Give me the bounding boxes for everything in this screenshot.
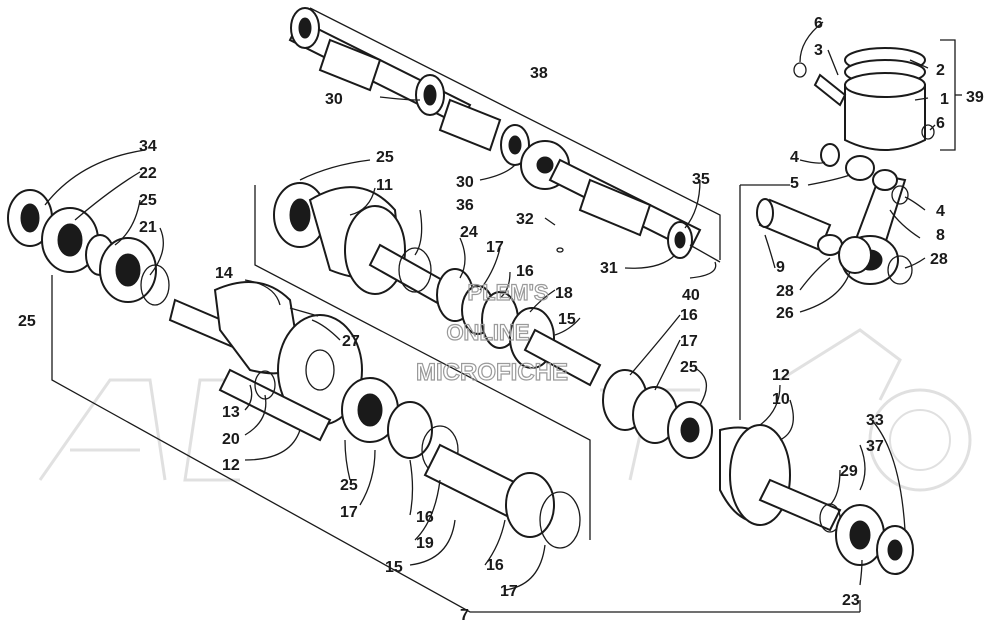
callout-20: 20 bbox=[222, 431, 240, 448]
callout-32: 32 bbox=[516, 211, 534, 228]
callout-labels: 1 2 3 4 4 5 6 6 7 8 9 10 11 12 12 13 14 … bbox=[18, 15, 984, 624]
callout-2: 2 bbox=[936, 62, 945, 79]
callout-25-center: 25 bbox=[376, 149, 394, 166]
callout-28-left: 28 bbox=[776, 283, 794, 300]
assembly-bracket-7 bbox=[51, 275, 861, 613]
callout-17-lower: 17 bbox=[340, 504, 358, 521]
callout-23: 23 bbox=[842, 592, 860, 609]
callout-17-center: 17 bbox=[486, 239, 504, 256]
callout-39: 39 bbox=[966, 89, 984, 106]
callout-5: 5 bbox=[790, 175, 799, 192]
callout-4-right: 4 bbox=[936, 203, 945, 220]
callout-15-bottom: 15 bbox=[385, 559, 403, 576]
callout-12-left: 12 bbox=[222, 457, 240, 474]
callout-1: 1 bbox=[940, 91, 949, 108]
callout-36: 36 bbox=[456, 197, 474, 214]
callout-24: 24 bbox=[460, 224, 478, 241]
callout-31: 31 bbox=[600, 260, 618, 277]
callout-25-right: 25 bbox=[680, 359, 698, 376]
callout-10: 10 bbox=[772, 391, 790, 408]
callout-38: 38 bbox=[530, 65, 548, 82]
callout-11: 11 bbox=[376, 177, 393, 194]
callout-25-upper: 25 bbox=[139, 192, 157, 209]
callout-13: 13 bbox=[222, 404, 240, 421]
callout-16-center: 16 bbox=[516, 263, 534, 280]
piston-connecting-rod bbox=[756, 47, 935, 285]
background-logo-watermark bbox=[38, 328, 972, 492]
callout-33: 33 bbox=[866, 412, 884, 429]
callout-21: 21 bbox=[139, 219, 157, 236]
callout-16-lower: 16 bbox=[416, 509, 434, 526]
callout-4-left: 4 bbox=[790, 149, 799, 166]
callout-6-top: 6 bbox=[814, 15, 823, 32]
watermark-text: PLEM'S ONLINE MICROFICHE bbox=[415, 279, 568, 386]
callout-9: 9 bbox=[776, 259, 785, 276]
callout-25-lower: 25 bbox=[340, 477, 358, 494]
callout-27: 27 bbox=[342, 333, 360, 350]
callout-35: 35 bbox=[692, 171, 710, 188]
callout-17-bottom: 17 bbox=[500, 583, 518, 600]
assembly-bracket-39 bbox=[940, 39, 962, 151]
callout-8: 8 bbox=[936, 227, 945, 244]
crankshaft-left-half bbox=[7, 189, 581, 549]
callout-15-center: 15 bbox=[558, 311, 576, 328]
callout-37: 37 bbox=[866, 438, 884, 455]
leader-lines bbox=[44, 21, 936, 591]
crankshaft-right-half bbox=[602, 369, 914, 575]
callout-28-right: 28 bbox=[930, 251, 948, 268]
callout-3: 3 bbox=[814, 42, 823, 59]
crankshaft-center bbox=[273, 182, 602, 387]
callout-30-center: 30 bbox=[456, 174, 474, 191]
callout-22: 22 bbox=[139, 165, 157, 182]
assembly-bracket-right bbox=[739, 184, 790, 420]
balance-shaft-assembly bbox=[288, 7, 721, 263]
watermark-line-2: ONLINE bbox=[446, 320, 529, 345]
callout-17-right: 17 bbox=[680, 333, 698, 350]
callout-30-top: 30 bbox=[325, 91, 343, 108]
assembly-bracket-38 bbox=[254, 7, 721, 540]
callout-19: 19 bbox=[416, 535, 434, 552]
callout-34: 34 bbox=[139, 138, 157, 155]
callout-12-right: 12 bbox=[772, 367, 790, 384]
callout-16-right: 16 bbox=[680, 307, 698, 324]
callout-6-right: 6 bbox=[936, 115, 945, 132]
watermark-line-1: PLEM'S bbox=[467, 280, 548, 305]
callout-7: 7 bbox=[460, 607, 469, 624]
callout-26: 26 bbox=[776, 305, 794, 322]
callout-18: 18 bbox=[555, 285, 573, 302]
callout-16-bottom: 16 bbox=[486, 557, 504, 574]
watermark-line-3: MICROFICHE bbox=[416, 359, 568, 386]
callout-29: 29 bbox=[840, 463, 858, 480]
callout-25-left: 25 bbox=[18, 313, 36, 330]
callout-40: 40 bbox=[682, 287, 700, 304]
callout-14: 14 bbox=[215, 265, 233, 282]
